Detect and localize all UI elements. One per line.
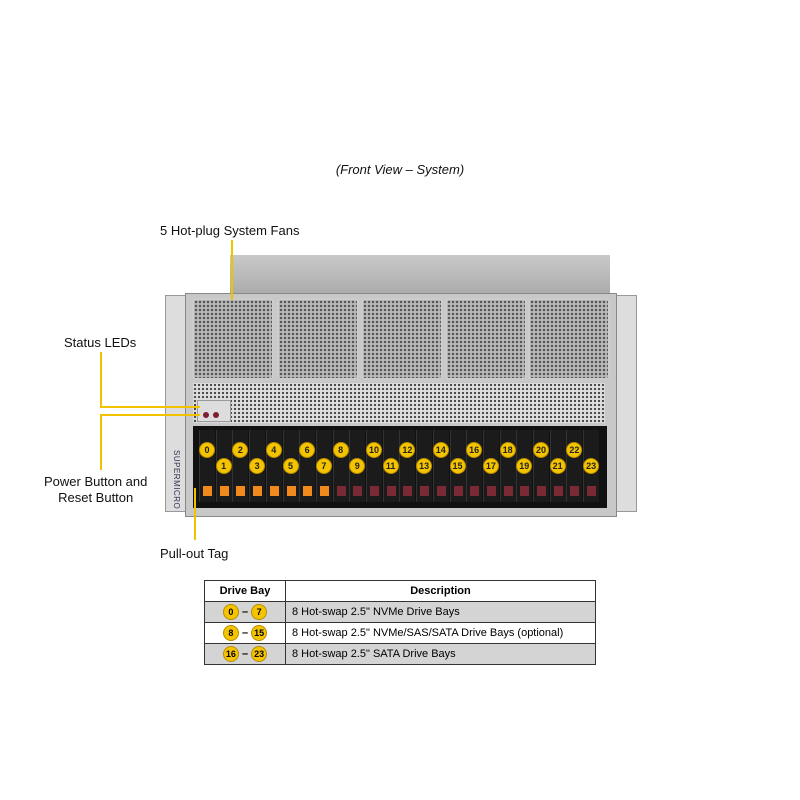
control-panel — [197, 400, 231, 422]
callout-line-tag — [194, 488, 196, 540]
vent-grille — [193, 383, 605, 423]
system-fan-4[interactable] — [445, 298, 527, 380]
bay-number-badge: 17 — [482, 458, 499, 474]
drive-release-tab[interactable] — [253, 486, 263, 496]
drive-release-tab[interactable] — [386, 486, 396, 496]
bay-number-badge: 3 — [249, 458, 266, 474]
drive-release-tab[interactable] — [303, 486, 313, 496]
label-power-reset: Power Button and Reset Button — [44, 474, 147, 506]
bay-number-badge: 2 — [232, 442, 249, 458]
bay-number-badge: 4 — [265, 442, 282, 458]
callout-line-leds-h — [100, 406, 200, 408]
drive-release-tab[interactable] — [219, 486, 229, 496]
range-dash: – — [241, 626, 249, 639]
drive-release-tab[interactable] — [336, 486, 346, 496]
label-pull-out-tag: Pull-out Tag — [160, 546, 229, 561]
drive-release-tab[interactable] — [553, 486, 563, 496]
bay-badge: 8 — [222, 625, 239, 641]
drive-release-tab[interactable] — [269, 486, 279, 496]
bay-number-badge: 1 — [215, 458, 232, 474]
bay-number-badge: 9 — [349, 458, 366, 474]
drive-release-tab[interactable] — [503, 486, 513, 496]
figure-caption: (Front View – System) — [335, 162, 465, 177]
drive-release-tab[interactable] — [203, 486, 212, 496]
bay-number-badge: 14 — [432, 442, 449, 458]
header-description: Description — [285, 580, 596, 602]
drive-release-tab[interactable] — [353, 486, 363, 496]
bay-number-badge: 15 — [449, 458, 466, 474]
label-power-line2: Reset Button — [58, 490, 134, 505]
drive-release-tab[interactable] — [420, 486, 430, 496]
reset-button[interactable] — [213, 412, 219, 418]
callout-line-fans — [231, 240, 233, 300]
bay-badge: 15 — [251, 625, 268, 641]
bay-badge: 16 — [222, 646, 239, 662]
bay-number-badge: 5 — [282, 458, 299, 474]
right-rack-ear — [615, 295, 637, 512]
label-power-line1: Power Button and — [44, 474, 148, 489]
callout-line-power — [100, 415, 102, 470]
bay-number-badge: 20 — [533, 442, 549, 458]
bay-badge: 0 — [222, 604, 239, 620]
bay-number-badge: 16 — [466, 442, 483, 458]
drive-release-tab[interactable] — [319, 486, 329, 496]
bay-number-badge: 21 — [549, 458, 566, 474]
range-dash: – — [241, 605, 249, 618]
table-row: 16 – 23 8 Hot-swap 2.5" SATA Drive Bays — [204, 643, 596, 665]
callout-line-power-h — [100, 414, 200, 416]
bay-number-badge: 23 — [583, 458, 600, 474]
drive-release-tab[interactable] — [486, 486, 496, 496]
drive-release-tab[interactable] — [453, 486, 463, 496]
bay-number-badge: 6 — [299, 442, 316, 458]
brand-logo: SUPERMICRO — [172, 450, 181, 510]
bay-number-badge: 18 — [499, 442, 516, 458]
bay-number-badge: 12 — [399, 442, 416, 458]
table-row: 8 – 15 8 Hot-swap 2.5" NVMe/SAS/SATA Driv… — [204, 622, 596, 644]
row-description: 8 Hot-swap 2.5" NVMe Drive Bays — [285, 601, 596, 623]
bay-number-badge: 13 — [416, 458, 433, 474]
bay-number-badge: 22 — [566, 442, 583, 458]
bay-badge: 23 — [251, 646, 268, 662]
row-description: 8 Hot-swap 2.5" SATA Drive Bays — [285, 643, 596, 665]
drive-release-tab[interactable] — [520, 486, 530, 496]
bay-number-badge: 7 — [315, 458, 332, 474]
drive-release-tab[interactable] — [587, 486, 597, 496]
drive-release-tab[interactable] — [537, 486, 546, 496]
drive-release-tab[interactable] — [470, 486, 480, 496]
drive-release-tab[interactable] — [236, 486, 246, 496]
bay-badge: 7 — [251, 604, 268, 620]
drive-release-tab[interactable] — [436, 486, 446, 496]
bay-number-badge: 0 — [199, 442, 215, 458]
label-fans: 5 Hot-plug System Fans — [160, 223, 300, 238]
header-drive-bay: Drive Bay — [204, 580, 286, 602]
bay-number-badge: 10 — [366, 442, 382, 458]
callout-line-leds — [100, 352, 102, 407]
drive-release-tab[interactable] — [286, 486, 296, 496]
drive-release-tab[interactable] — [570, 486, 580, 496]
chassis-top — [230, 255, 610, 297]
label-status-leds: Status LEDs — [64, 335, 137, 350]
range-dash: – — [241, 647, 249, 660]
system-fan-5[interactable] — [528, 298, 610, 380]
table-row: 0 – 7 8 Hot-swap 2.5" NVMe Drive Bays — [204, 601, 596, 623]
system-fan-3[interactable] — [361, 298, 443, 380]
system-fan-2[interactable] — [277, 298, 359, 380]
power-button[interactable] — [203, 412, 209, 418]
drive-release-tab[interactable] — [370, 486, 379, 496]
row-description: 8 Hot-swap 2.5" NVMe/SAS/SATA Drive Bays… — [285, 622, 596, 644]
bay-number-badge: 8 — [332, 442, 349, 458]
bay-number-badge: 11 — [382, 458, 399, 474]
bay-number-badge: 19 — [516, 458, 533, 474]
system-fan-1[interactable] — [192, 298, 274, 380]
drive-release-tab[interactable] — [403, 486, 413, 496]
